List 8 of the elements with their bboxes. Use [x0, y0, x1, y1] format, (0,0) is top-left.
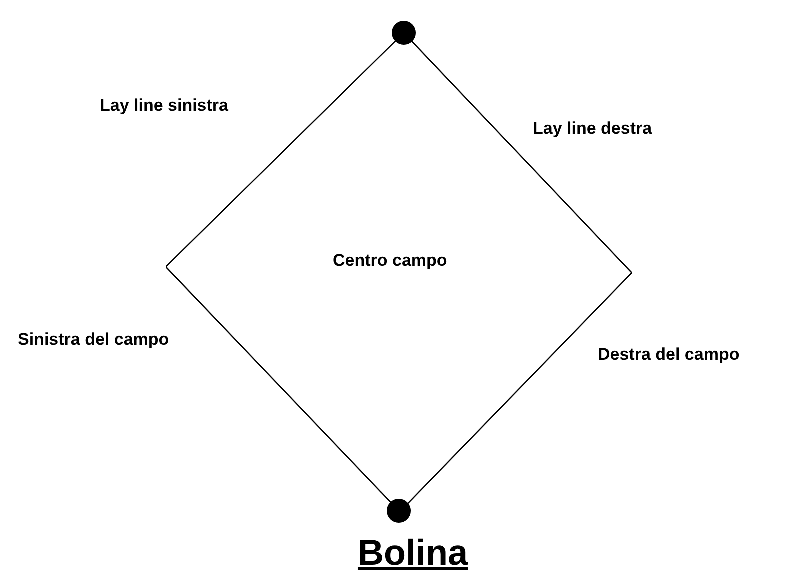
mark-dot [387, 499, 411, 523]
side-label: Sinistra del campo [18, 330, 170, 350]
mark-dot [392, 21, 416, 45]
field-label: Centro campo [333, 251, 448, 271]
side-label: Lay line sinistra [100, 96, 228, 116]
diagram-title: Bolina [356, 532, 470, 574]
side-label: Lay line destra [533, 119, 652, 139]
side-label: Destra del campo [598, 345, 740, 365]
